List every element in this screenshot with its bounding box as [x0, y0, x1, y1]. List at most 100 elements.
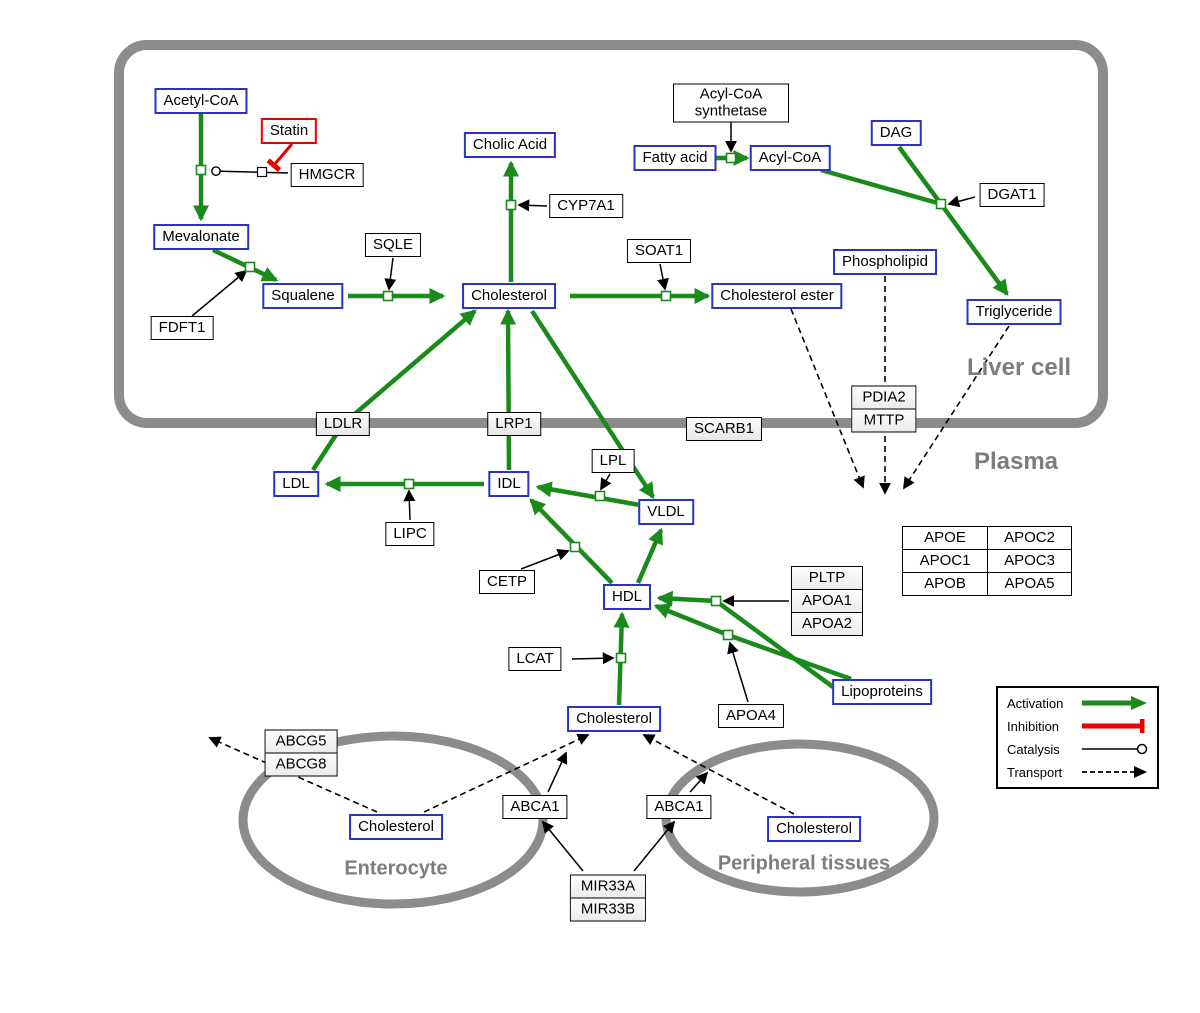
metabolite-vldl[interactable]: VLDL [638, 499, 694, 525]
gene-apob[interactable]: APOB [903, 572, 987, 595]
gene-pdia2[interactable]: PDIA2 [852, 386, 916, 409]
legend-activation-label: Activation [1007, 695, 1064, 711]
plasma-label: Plasma [973, 448, 1059, 475]
gene-cyp7a1[interactable]: CYP7A1 [549, 194, 623, 218]
metabolite-cholesterol-liver[interactable]: Cholesterol [462, 283, 556, 309]
metabolite-cholesterol-ester[interactable]: Cholesterol ester [711, 283, 843, 309]
metabolite-mevalonate[interactable]: Mevalonate [153, 224, 249, 250]
edge-hdl-vldl [635, 527, 664, 584]
gene-ldlr[interactable]: LDLR [315, 412, 371, 436]
liver-cell-label: Liver cell [966, 354, 1072, 381]
edge-acylcoa-junction [820, 167, 942, 207]
catalysis-cyp7a1 [517, 199, 548, 212]
gene-abcg5[interactable]: ABCG5 [265, 730, 337, 753]
protein-group-mir33a-mir33b: MIR33A MIR33B [569, 874, 647, 922]
metabolite-dag[interactable]: DAG [870, 120, 922, 146]
gene-fdft1[interactable]: FDFT1 [150, 316, 214, 340]
compartment-outlines [114, 40, 1108, 909]
reaction-anchors [195, 152, 947, 664]
enterocyte-label: Enterocyte [344, 857, 448, 880]
metabolite-cholesterol-peripheral[interactable]: Cholesterol [767, 816, 861, 842]
gene-apoa5[interactable]: APOA5 [987, 572, 1071, 595]
gene-apoc2[interactable]: APOC2 [987, 527, 1071, 549]
regulation-mir33-abca1-left [541, 820, 584, 872]
hmgcr-anchor [256, 166, 268, 178]
legend-catalysis-label: Catalysis [1007, 741, 1060, 757]
inhibition-tee-icon [1082, 719, 1145, 733]
catalysis-abca1-peripheral [689, 771, 709, 793]
legend-inhibition: Inhibition [1007, 718, 1148, 734]
inhibition-statin-hmgcr [266, 143, 294, 173]
catalysis-lcat [571, 652, 615, 665]
protein-group-pdia2-mttp: PDIA2 MTTP [851, 385, 917, 433]
gene-acyl-coa-synthetase[interactable]: Acyl-CoA synthetase [673, 83, 789, 123]
protein-table-apolipoproteins: APOE APOC2 APOC1 APOC3 APOB APOA5 [902, 526, 1072, 596]
gene-cetp[interactable]: CETP [478, 570, 536, 594]
edge-dag-junction [897, 145, 943, 206]
edge-idl-lrp1-cholesterol [500, 308, 517, 471]
metabolite-hdl[interactable]: HDL [602, 584, 652, 610]
catalysis-cetp [520, 549, 570, 570]
metabolite-idl[interactable]: IDL [488, 471, 530, 497]
transport-dashed-arrow-icon [1082, 766, 1147, 778]
gene-scarb1[interactable]: SCARB1 [685, 417, 763, 441]
catalysis-abca1-enterocyte [547, 751, 568, 793]
metabolite-triglyceride[interactable]: Triglyceride [966, 299, 1062, 325]
gene-abca1-enterocyte[interactable]: ABCA1 [502, 795, 568, 819]
gene-apoc3[interactable]: APOC3 [987, 549, 1071, 572]
gene-sqle[interactable]: SQLE [364, 233, 422, 257]
catalysis-dgat1 [947, 195, 976, 208]
gene-lcat[interactable]: LCAT [508, 647, 562, 671]
metabolite-squalene[interactable]: Squalene [262, 283, 344, 309]
metabolite-phospholipid[interactable]: Phospholipid [833, 249, 937, 275]
gene-mir33b[interactable]: MIR33B [570, 897, 646, 921]
gene-lrp1[interactable]: LRP1 [487, 412, 541, 436]
metabolite-lipoproteins[interactable]: Lipoproteins [832, 679, 932, 705]
transport-triglyceride-plasma [903, 325, 1010, 490]
transport-edges [208, 276, 1010, 815]
gene-mttp[interactable]: MTTP [852, 408, 916, 432]
legend-inhibition-label: Inhibition [1007, 718, 1060, 734]
legend-transport-label: Transport [1007, 764, 1063, 780]
metabolite-cholic-acid[interactable]: Cholic Acid [463, 132, 557, 158]
metabolite-cholesterol-plasma[interactable]: Cholesterol [567, 706, 661, 732]
metabolite-fatty-acid[interactable]: Fatty acid [633, 145, 717, 171]
gene-apoa1[interactable]: APOA1 [791, 589, 863, 612]
metabolite-cholesterol-enterocyte[interactable]: Cholesterol [349, 814, 443, 840]
peripheral-tissues-label: Peripheral tissues [717, 852, 891, 875]
transport-cholesterolester-plasma [790, 308, 865, 489]
gene-apoa4[interactable]: APOA4 [717, 704, 785, 728]
catalysis-lpl [600, 473, 612, 491]
protein-group-pltp-apoa1-apoa2: PLTP APOA1 APOA2 [790, 566, 864, 636]
gene-apoc1[interactable]: APOC1 [903, 549, 987, 572]
transport-peripheral-cholesterol-plasma [642, 734, 795, 815]
gene-apoe[interactable]: APOE [903, 527, 987, 549]
gene-lpl[interactable]: LPL [591, 449, 635, 473]
gene-pltp[interactable]: PLTP [791, 567, 863, 589]
metabolite-acetyl-coa[interactable]: Acetyl-CoA [154, 88, 248, 114]
edge-ldl-ldlr-cholesterol [311, 309, 477, 472]
drug-statin[interactable]: Statin [260, 118, 318, 144]
gene-dgat1[interactable]: DGAT1 [979, 183, 1045, 207]
protein-group-abcg5-abcg8: ABCG5 ABCG8 [264, 729, 338, 777]
gene-apoa2[interactable]: APOA2 [791, 612, 863, 635]
catalysis-fdft1 [191, 269, 248, 317]
edge-mevalonate-squalene [212, 247, 279, 283]
regulation-mir33-abca1-right [633, 820, 676, 872]
legend-transport: Transport [1007, 764, 1148, 780]
gene-abcg8[interactable]: ABCG8 [265, 752, 337, 776]
gene-abca1-peripheral[interactable]: ABCA1 [646, 795, 712, 819]
edge-hdl-idl [529, 498, 614, 585]
catalysis-circle-icon [1082, 743, 1148, 755]
edge-junction-triglyceride [939, 202, 1009, 296]
legend-catalysis: Catalysis [1007, 741, 1148, 757]
gene-lipc[interactable]: LIPC [385, 522, 435, 546]
gene-mir33a[interactable]: MIR33A [570, 875, 646, 898]
liver-cell-outline [114, 40, 1108, 428]
gene-hmgcr[interactable]: HMGCR [290, 163, 364, 187]
metabolite-ldl[interactable]: LDL [273, 471, 319, 497]
gene-soat1[interactable]: SOAT1 [626, 239, 692, 263]
catalysis-sqle [384, 257, 397, 291]
metabolite-acyl-coa[interactable]: Acyl-CoA [749, 145, 831, 171]
